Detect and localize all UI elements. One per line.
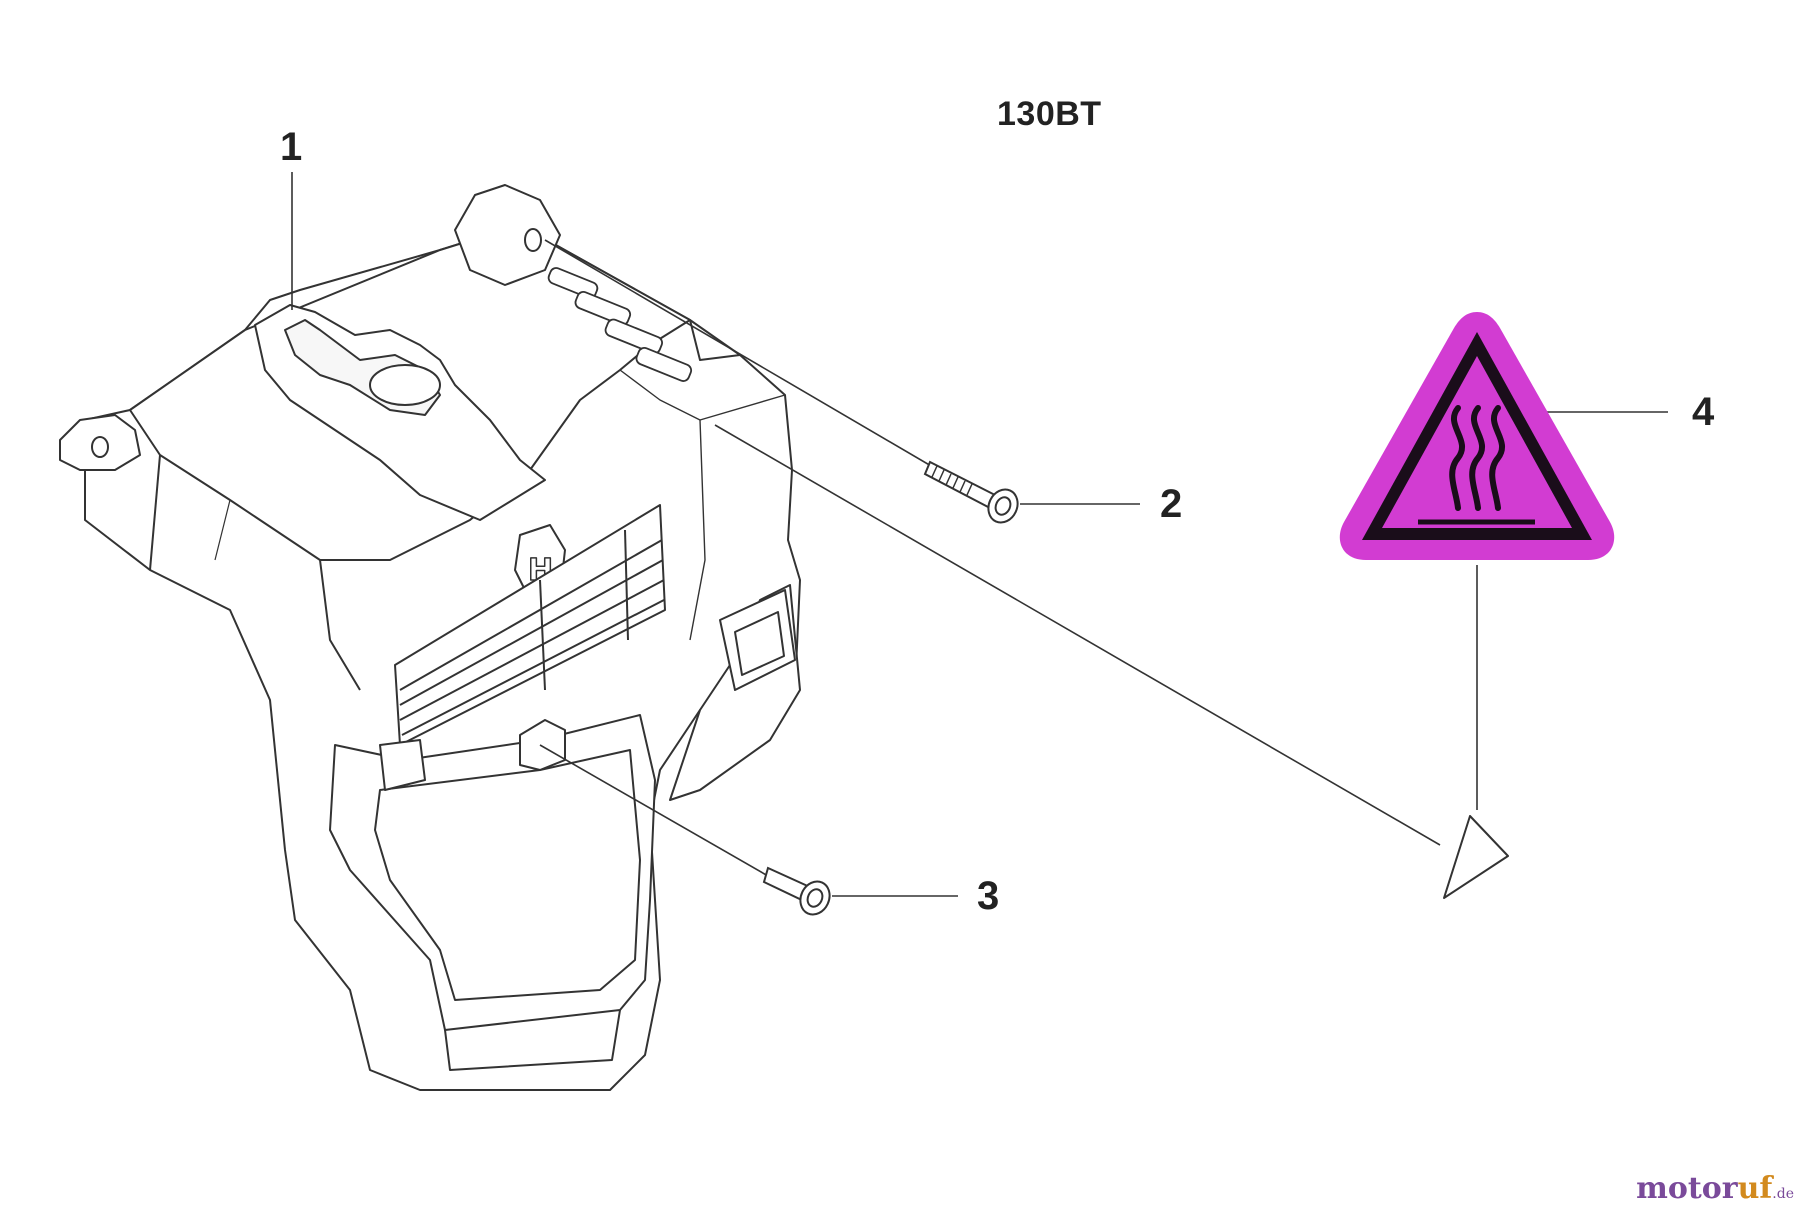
position-marker-triangle — [1443, 815, 1509, 899]
callout-4: 4 — [1692, 390, 1715, 434]
leader-lines — [291, 172, 1668, 897]
callout-2: 2 — [1160, 482, 1183, 526]
heat-waves-icon — [1449, 405, 1506, 511]
assembly-lines — [539, 239, 1441, 881]
model-title: 130BT — [997, 95, 1102, 133]
callout-1: 1 — [280, 125, 303, 169]
callout-3: 3 — [977, 874, 1000, 918]
long-screw — [923, 460, 1019, 524]
short-screw — [762, 866, 831, 916]
hot-surface-warning-decal — [1339, 312, 1615, 560]
engine-cover: H — [59, 184, 801, 1091]
site-watermark: motoruf.de — [1636, 1171, 1794, 1206]
